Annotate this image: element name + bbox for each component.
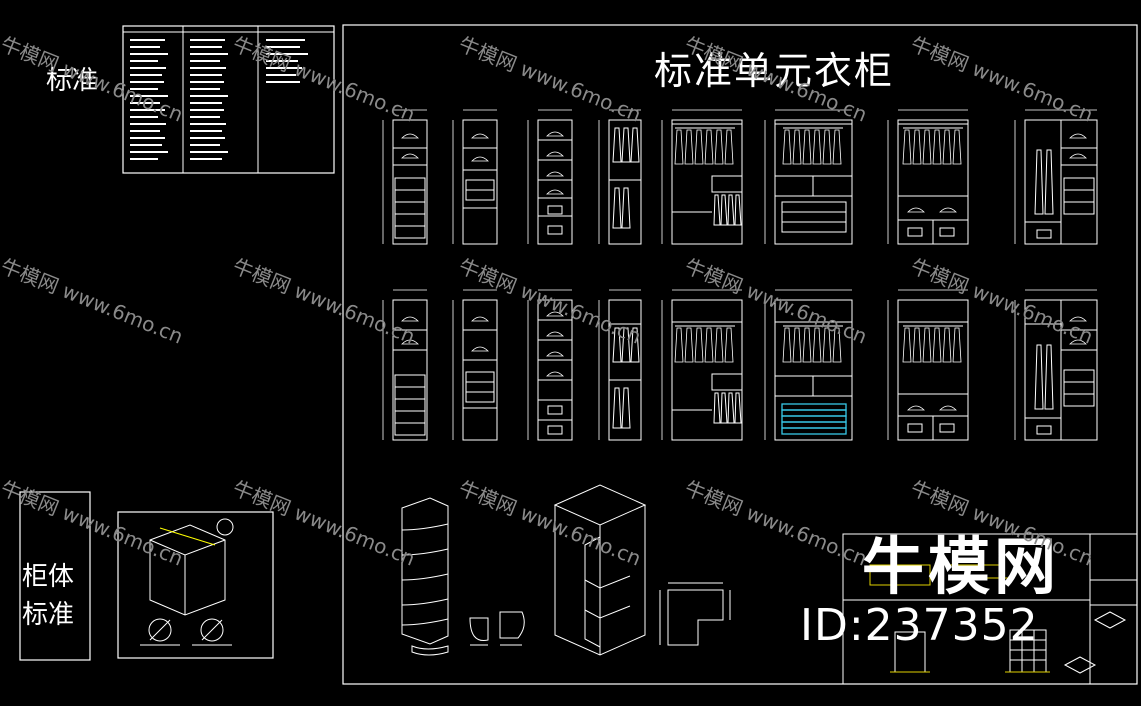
main-drawing-frame — [342, 24, 1138, 685]
main-title: 标准单元衣柜 — [654, 49, 895, 93]
detail-sheet-yellow — [869, 564, 1050, 673]
wardrobe-row-2b — [897, 299, 1098, 441]
cabinet-body-label-line1: 柜体 — [22, 562, 75, 592]
watermark-logo-large: 牛模网 — [862, 530, 1061, 603]
wardrobe-row-2 — [392, 299, 853, 441]
cabinet-body-label-frame — [19, 491, 91, 661]
watermark-id: ID:237352 — [800, 600, 1039, 651]
highlighted-drawers — [781, 403, 847, 435]
standard-table — [122, 25, 335, 174]
wardrobe-row-1 — [392, 119, 1098, 245]
detail-sheet — [842, 533, 1138, 685]
dimension-lines — [382, 109, 1097, 440]
corner-units — [401, 484, 731, 656]
cabinet-body-detail — [117, 511, 274, 659]
cabinet-body-label-line2: 标准 — [22, 600, 75, 630]
standard-label: 标准 — [46, 66, 99, 96]
